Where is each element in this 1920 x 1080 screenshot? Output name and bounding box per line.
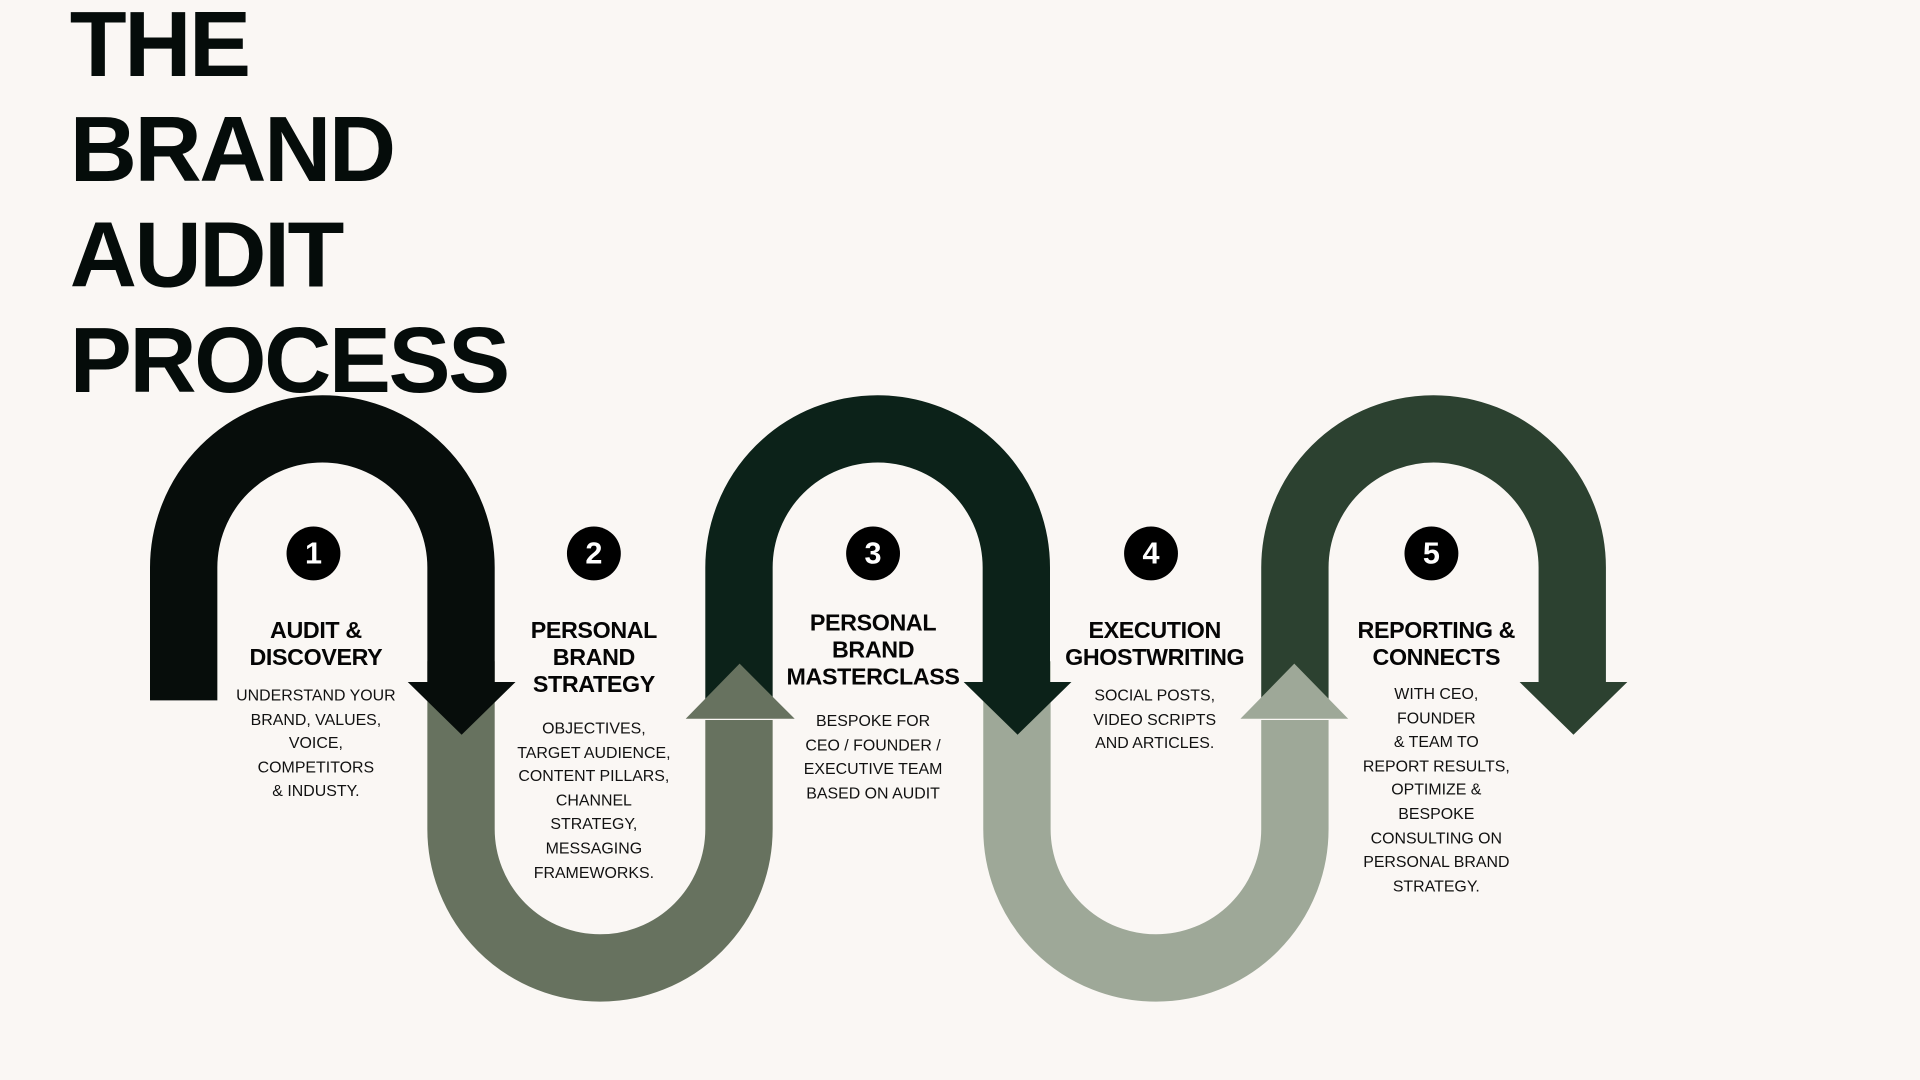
step-description-line: & INDUSTY. [272,781,360,801]
step-description: UNDERSTAND YOUR BRAND, VALUES, VOICE, COMPE… [193,683,438,803]
step-description-line: & TEAM TO [1393,732,1479,751]
page-title: THE BRAND AUDIT PROCESS [69,0,510,414]
step-heading-line: MASTERCLASS [786,664,960,691]
step-description-line: BESPOKE FOR [815,711,931,730]
step-heading: REPORTING &CONNECTS [1314,618,1559,672]
step-description-line: STRATEGY, [550,814,638,834]
step-heading-line: BRAND [831,637,915,664]
step-number-badge: 1 [286,526,341,581]
step-description-line: VIDEO SCRIPTS [1093,709,1217,729]
step-description-line: UNDERSTAND YOUR [236,685,396,705]
step-description: OBJECTIVES, TARGET AUDIENCE, CONTENT PILLA… [471,716,716,884]
step-heading-line: GHOSTWRITING [1065,645,1245,672]
step-description-line: OPTIMIZE & [1391,780,1482,799]
arrow-step-5 [1261,395,1628,735]
step-heading-line: PERSONAL [809,611,937,637]
step-description-line: CHANNEL [555,790,632,810]
step-heading-line: AUDIT & [270,618,362,645]
step-description-line: FRAMEWORKS. [533,862,655,882]
step-number-badge: 4 [1124,526,1178,581]
step-number-badge: 3 [846,526,901,581]
step-description-line: COMPETITORS [257,757,375,777]
arrow-step-1 [150,395,516,735]
step-heading-line: EXECUTION [1088,618,1221,645]
step-description-line: AND ARTICLES. [1095,733,1215,753]
step-description-line: BASED ON AUDIT [806,783,940,802]
title-line: AUDIT [69,203,345,308]
step-description-line: CONTENT PILLARS, [518,766,670,786]
arrow-step-3 [705,395,1072,735]
step-description-line: STRATEGY. [1392,876,1480,895]
step-description-line: OBJECTIVES, [542,718,646,738]
step-description-line: FOUNDER [1396,708,1476,727]
arrow-step-4 [983,661,1349,1002]
step-description-line: PERSONAL BRAND [1363,852,1510,871]
step-description-line: TARGET AUDIENCE, [517,742,671,762]
step-description-line: SOCIAL POSTS, [1094,685,1216,705]
title-line: PROCESS [69,308,510,413]
step-description-line: REPORT RESULTS, [1362,756,1510,775]
arrow-step-2 [427,661,795,1002]
step-description-line: CEO / FOUNDER / [805,735,941,754]
step-heading-line: STRATEGY [532,672,655,698]
step-description: BESPOKE FOR CEO / FOUNDER / EXECUTIVE TEAM… [751,709,996,805]
step-heading-line: BRAND [552,645,636,672]
step-description-line: EXECUTIVE TEAM [803,759,943,778]
step-heading-line: CONNECTS [1372,645,1501,672]
step-description-line: VOICE, [288,733,343,753]
step-heading-line: REPORTING & [1357,618,1516,645]
step-description-line: BESPOKE [1398,804,1475,823]
step-description: WITH CEO, FOUNDER & TEAM TO REPORT RESULTS,… [1314,682,1559,898]
step-heading-line: DISCOVERY [249,645,383,672]
step-description-line: CONSULTING ON [1370,828,1503,847]
step-number-badge: 2 [566,526,621,581]
step-description: SOCIAL POSTS, VIDEO SCRIPTS AND ARTICLES. [1032,683,1277,755]
step-heading: AUDIT &DISCOVERY [193,618,438,672]
step-number-badge: 5 [1404,526,1459,581]
title-line: BRAND [69,97,396,203]
step-description-line: MESSAGING [545,838,643,858]
title-line: THE [69,0,251,97]
step-description-line: BRAND, VALUES, [250,709,382,729]
step-description-line: WITH CEO, [1394,684,1479,703]
step-heading-line: PERSONAL [530,618,658,645]
